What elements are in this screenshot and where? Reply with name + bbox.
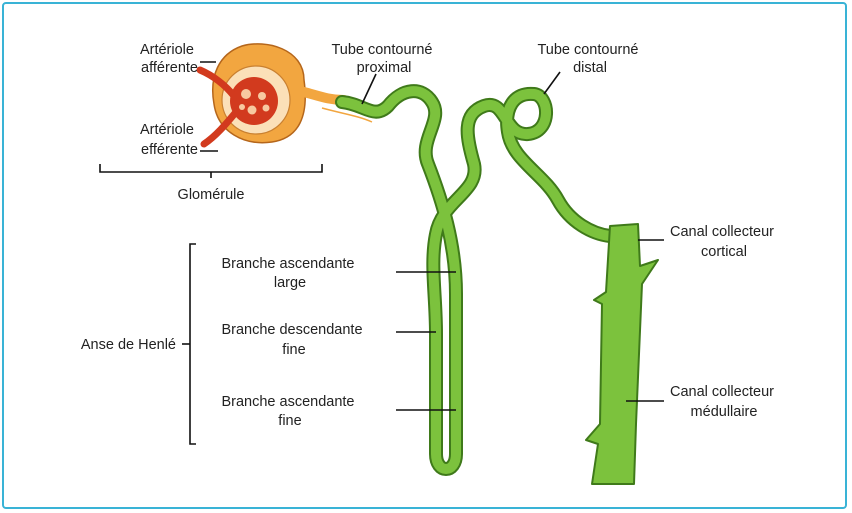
label-canal-medullaire: Canal collecteur médullaire [670, 384, 778, 420]
label-arteriole-efferente: Artériole efférente [140, 122, 198, 158]
label-glomerule: Glomérule [178, 187, 245, 203]
label-canal-cortical: Canal collecteur cortical [670, 224, 778, 260]
collecting-duct [586, 224, 658, 484]
label-tube-proximal: Tube contourné proximal [331, 42, 436, 76]
label-anse-de-henle: Anse de Henlé [81, 337, 176, 353]
label-branche-descendante-fine: Branche descendante fine [221, 322, 366, 358]
label-arteriole-afferente: Artériole afférente [140, 42, 198, 76]
label-tube-distal: Tube contourné distal [537, 42, 642, 76]
nephron-diagram: Artériole afférente Artériole efférente … [4, 4, 847, 509]
leader-lines [100, 62, 664, 444]
label-branche-ascendante-large: Branche ascendante large [221, 256, 358, 291]
label-branche-ascendante-fine: Branche ascendante fine [221, 394, 358, 429]
nephron-tubule [342, 91, 610, 469]
